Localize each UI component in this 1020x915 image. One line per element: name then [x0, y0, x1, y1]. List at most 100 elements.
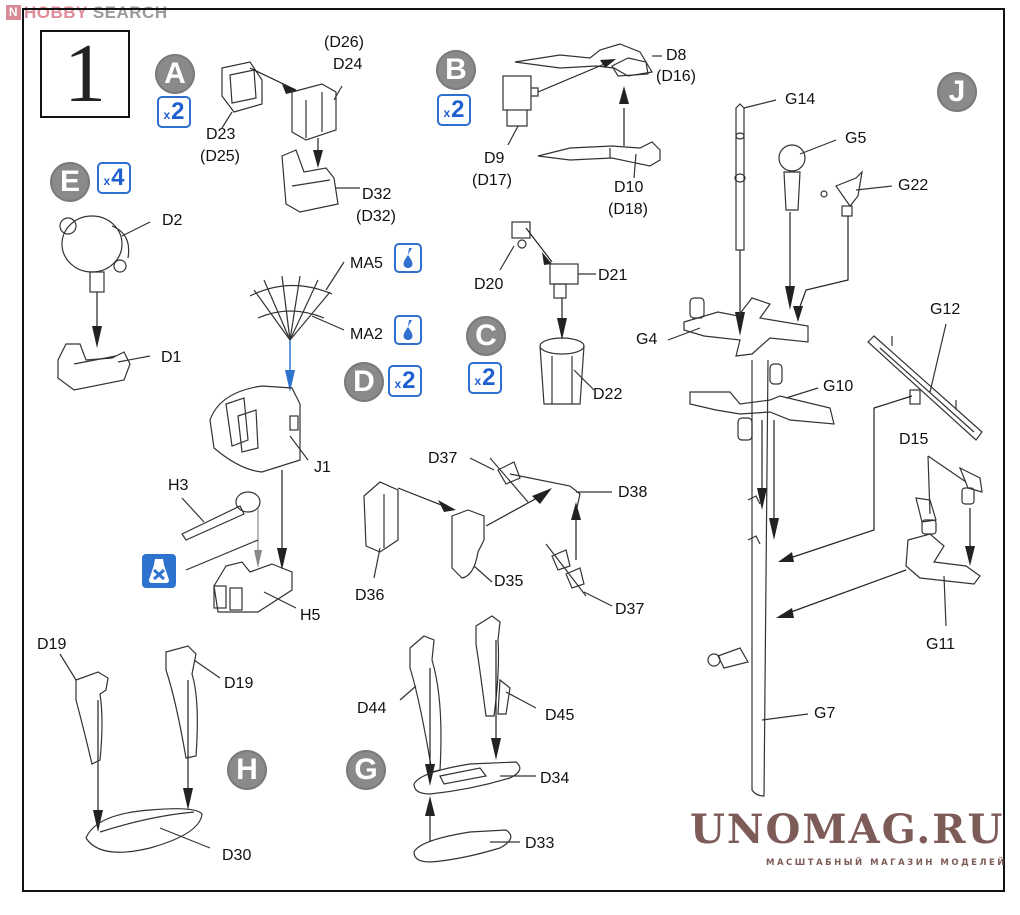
arrowhead	[757, 488, 767, 510]
multiplier-x: x	[394, 377, 402, 391]
arrowhead	[542, 252, 552, 265]
leader-line	[929, 323, 947, 393]
label-g14: G14	[785, 91, 816, 108]
unomag-subtitle: МАСШТАБНЫЙ МАГАЗИН МОДЕЛЕЙ	[766, 858, 1007, 868]
multiplier-value: 2	[402, 367, 416, 394]
multiplier-x: x	[474, 374, 482, 388]
arrowhead	[965, 546, 975, 566]
leader-line	[59, 653, 77, 681]
arrowhead	[735, 312, 745, 336]
badge-c: C	[466, 316, 506, 356]
multiplier-value: 4	[111, 164, 125, 191]
arrowhead	[425, 764, 435, 786]
label-j1: J1	[314, 459, 331, 476]
label-ma5: MA5	[350, 255, 383, 272]
label-d9: D9	[484, 150, 505, 167]
part-d23	[221, 61, 263, 113]
unomag-watermark: UNOMAG.RU	[690, 806, 1005, 853]
part-d8	[514, 43, 653, 77]
badge-e: E	[50, 162, 90, 202]
part-h3	[181, 491, 261, 541]
part-d15	[915, 466, 983, 535]
label-d22: D22	[593, 386, 623, 403]
leader-line	[799, 139, 837, 155]
arrowhead	[769, 518, 779, 540]
arrowhead	[183, 788, 193, 810]
part-h5	[213, 561, 293, 613]
leader-line	[333, 85, 343, 101]
label-g10: G10	[823, 378, 854, 395]
part-g4	[683, 297, 809, 357]
arrowhead	[92, 326, 102, 348]
label-d19-left: D19	[37, 636, 67, 653]
arrowhead	[619, 86, 629, 104]
leader-line	[399, 685, 417, 701]
leader-line	[761, 713, 809, 721]
part-d33	[413, 829, 512, 863]
label-d25: (D25)	[200, 148, 241, 165]
part-g14	[734, 103, 746, 251]
label-d45: D45	[545, 707, 575, 724]
label-d34: D34	[540, 770, 570, 787]
part-d35	[451, 509, 485, 579]
label-d32: D32	[362, 186, 392, 203]
part-j1	[209, 385, 301, 473]
leader-line	[121, 221, 151, 237]
label-g4: G4	[636, 331, 658, 348]
arrowhead	[571, 502, 581, 520]
part-g12	[867, 335, 983, 441]
leader-line	[855, 185, 893, 191]
part-d32	[281, 149, 339, 213]
arrow-g11-g7	[779, 569, 907, 617]
arrow-d20-d21	[525, 227, 553, 263]
paint-drop-icon	[394, 315, 422, 345]
badge-a: A	[155, 54, 195, 94]
leader-line	[289, 435, 309, 461]
multiplier-e: x4	[97, 162, 131, 194]
leader-line	[505, 691, 537, 709]
label-g11: G11	[926, 636, 956, 653]
part-d37-top	[489, 457, 529, 503]
part-d38	[509, 473, 581, 513]
leader-line	[583, 591, 613, 607]
leader-line	[507, 125, 519, 146]
arrow-g22-g4	[797, 216, 849, 313]
part-d37-bottom	[545, 543, 587, 597]
part-d2	[59, 215, 130, 293]
label-d24: D24	[333, 56, 363, 73]
part-d10	[537, 141, 661, 167]
arrowhead	[793, 306, 803, 322]
label-d19-right: D19	[224, 675, 254, 692]
label-d37-bottom: D37	[615, 601, 645, 618]
arrowhead	[776, 608, 794, 618]
leader-line	[633, 153, 637, 179]
label-h3: H3	[168, 477, 189, 494]
leader-line	[469, 457, 495, 471]
label-d1: D1	[161, 349, 182, 366]
badge-h: H	[227, 750, 267, 790]
leader-line	[193, 659, 221, 679]
arrowhead	[254, 550, 262, 568]
part-d20	[511, 221, 531, 249]
label-g7: G7	[814, 705, 836, 722]
label-d36: D36	[355, 587, 385, 604]
paint-drop-icon	[394, 243, 422, 273]
arrowhead	[785, 286, 795, 310]
label-d21: D21	[598, 267, 628, 284]
part-g7	[707, 359, 769, 797]
part-d21	[549, 263, 579, 299]
part-d1	[57, 343, 131, 391]
arrowhead	[778, 552, 794, 562]
part-g5	[778, 144, 806, 211]
hobby-search-logo-icon: N	[6, 5, 21, 20]
part-d24	[291, 83, 337, 141]
leader-line	[263, 591, 297, 609]
arrowhead	[438, 500, 456, 512]
arrow-g12-g7	[783, 395, 913, 561]
multiplier-x: x	[103, 174, 111, 188]
part-d19-right	[165, 645, 198, 759]
arrowhead	[600, 59, 616, 68]
arrow-d9-d8	[537, 59, 615, 93]
leader-line	[499, 245, 515, 271]
